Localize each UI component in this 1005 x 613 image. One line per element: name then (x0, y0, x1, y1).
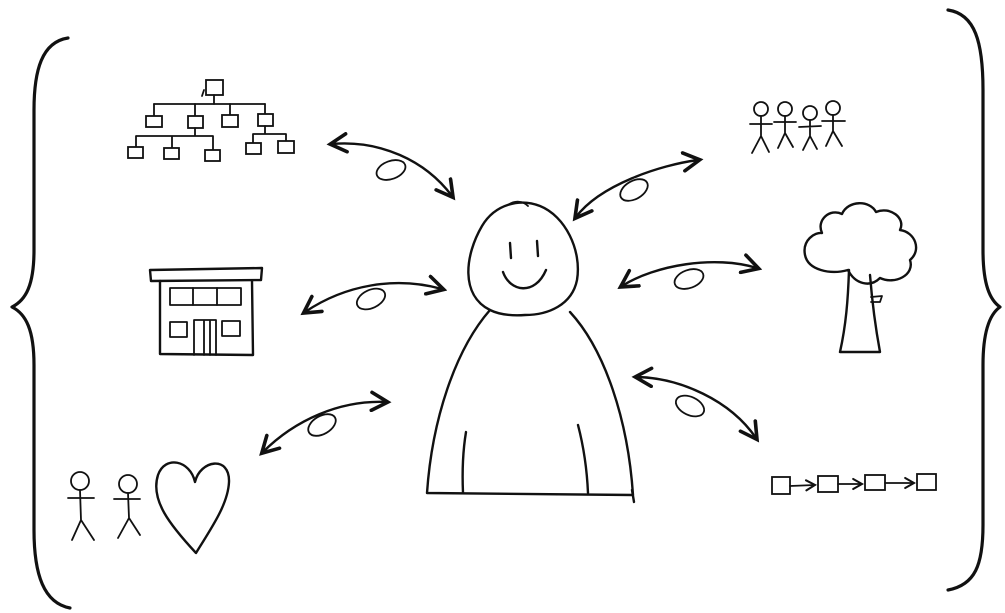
couple-heart-icon (68, 462, 229, 553)
tree-icon (805, 203, 917, 352)
process-chain-icon (772, 474, 936, 494)
org-chart-icon (128, 80, 294, 161)
building-icon (150, 268, 262, 355)
connector-bottom-right (637, 377, 756, 438)
left-brace (12, 38, 70, 608)
connector-middle-right (622, 262, 757, 292)
smiling-person-icon (427, 202, 634, 502)
right-brace (948, 10, 1000, 590)
connector-bottom-left (263, 402, 386, 452)
group-of-people-icon (750, 101, 845, 153)
connector-top-left (332, 143, 452, 196)
connector-middle-left (305, 283, 442, 313)
connector-top-right (576, 160, 698, 217)
